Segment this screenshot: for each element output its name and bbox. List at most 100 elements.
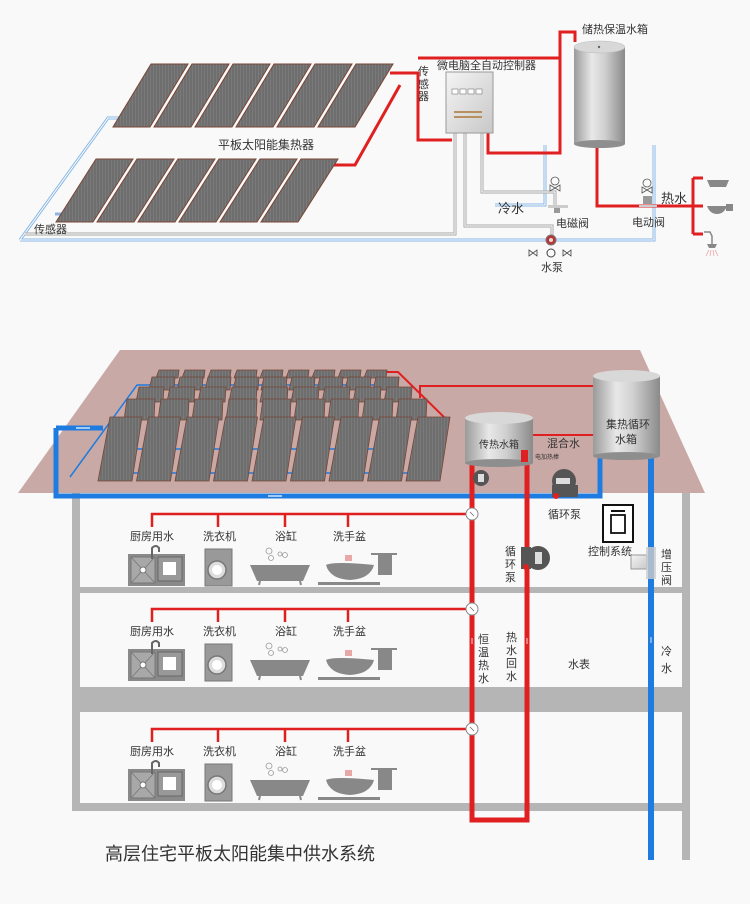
solar-panel xyxy=(155,369,180,379)
tank-label: 储热保温水箱 xyxy=(582,22,648,36)
building-structure xyxy=(72,493,690,860)
solar-panel xyxy=(367,416,412,482)
washbasin-icon xyxy=(318,648,397,680)
kitchen-sink-icon xyxy=(128,545,185,586)
control-system-panel xyxy=(602,504,634,543)
fixture-label: 厨房用水 xyxy=(130,745,174,758)
kitchen-sink-icon xyxy=(128,640,185,681)
solar-panel xyxy=(181,369,206,379)
solar-panel xyxy=(136,416,181,482)
controller-label: 微电脑全自动控制器 xyxy=(437,58,536,72)
fixture-label: 洗衣机 xyxy=(203,529,236,543)
sensor-left-label: 传感器 xyxy=(34,223,67,236)
solenoid-valve xyxy=(548,176,568,213)
water-pump xyxy=(528,234,572,258)
circulation-pump-riser xyxy=(521,546,550,570)
control-system-label: 控制系统 xyxy=(588,544,632,558)
solar-panel xyxy=(235,63,312,128)
bathtub-icon xyxy=(250,762,310,801)
booster-v-2: 压 xyxy=(661,561,672,574)
water-meter-label: 水表 xyxy=(568,657,590,671)
pump-label: 水泵 xyxy=(541,261,563,274)
hot-return-v-1: 热 xyxy=(506,631,517,644)
solar-panel xyxy=(251,416,297,482)
fixture-label: 洗衣机 xyxy=(203,744,236,758)
mixed-water-label: 混合水 xyxy=(547,436,580,450)
solar-panel xyxy=(290,416,335,482)
solar-panel xyxy=(213,416,258,482)
cold-water-v-2: 水 xyxy=(661,662,672,675)
bathtub-icon xyxy=(250,642,310,681)
heat-transfer-tank xyxy=(465,412,533,467)
storage-tank xyxy=(573,40,626,148)
solar-panel xyxy=(166,386,196,403)
hot-return-v-3: 回 xyxy=(506,657,517,670)
floor-3: 厨房用水 洗衣机 浴缸 洗手盆 xyxy=(128,722,479,802)
washing-machine-icon xyxy=(204,548,233,587)
fixture-label: 浴缸 xyxy=(275,744,297,758)
washbasin-icon xyxy=(318,768,397,800)
solar-panel xyxy=(194,63,271,128)
shower-icon xyxy=(704,231,719,257)
circ-pump-v-3: 泵 xyxy=(505,571,516,584)
washing-machine-icon xyxy=(204,763,233,802)
collector-tank-label-line1: 集热循环 xyxy=(606,417,650,431)
collector-tank-label-line2: 水箱 xyxy=(615,432,637,446)
circulation-pump-label: 循环泵 xyxy=(548,508,581,521)
sensor-right-label-2: 感 xyxy=(418,78,429,91)
bathtub-icon xyxy=(250,547,310,586)
solar-panel xyxy=(197,386,227,403)
fixture-label: 洗手盆 xyxy=(333,624,366,638)
solar-panel xyxy=(178,158,257,223)
solar-panel xyxy=(317,63,394,128)
floor-2: 厨房用水洗衣机浴缸洗手盆 xyxy=(128,602,479,682)
solar-panel xyxy=(174,416,220,482)
const-temp-v-4: 水 xyxy=(478,672,489,685)
solar-collector-grid xyxy=(97,369,451,482)
solar-panel xyxy=(153,63,230,128)
diagram-title: 高层住宅平板太阳能集中供水系统 xyxy=(105,844,375,865)
solar-panel xyxy=(219,158,298,223)
circ-pump-v-1: 循 xyxy=(505,545,516,558)
circulation-pump-roof xyxy=(552,469,578,499)
booster-v-3: 阀 xyxy=(661,573,672,587)
solar-panel xyxy=(260,158,339,223)
solar-panel xyxy=(328,416,374,482)
booster-v-1: 增 xyxy=(661,547,672,561)
booster-valve xyxy=(630,547,656,579)
small-pump xyxy=(473,470,489,486)
washing-machine-icon xyxy=(204,643,233,682)
solar-panel xyxy=(97,416,143,482)
collector-label: 平板太阳能集热器 xyxy=(218,137,314,152)
const-temp-v-3: 热 xyxy=(478,659,489,672)
solar-panel xyxy=(137,158,216,223)
collector-circulation-tank xyxy=(593,370,660,460)
solar-collector-array-lower xyxy=(55,158,339,223)
solar-panel xyxy=(96,158,175,223)
microcomputer-controller xyxy=(445,71,494,134)
hot-water-label: 热水 xyxy=(661,192,687,207)
cold-water-label: 冷水 xyxy=(498,202,524,217)
solar-panel xyxy=(112,63,189,128)
top-diagram: 平板太阳能集热器 传感器 传 感 器 微电脑全自动控制器 储热保温水箱 xyxy=(18,22,733,274)
sensor-right-label-3: 器 xyxy=(418,90,429,103)
washbasin-icon xyxy=(318,553,397,585)
fixture-label: 洗手盆 xyxy=(333,744,366,758)
solar-panel xyxy=(405,416,451,482)
solar-panel xyxy=(191,398,224,421)
floor-1: 厨房用水洗衣机浴缸洗手盆 xyxy=(128,507,479,587)
circ-pump-v-2: 环 xyxy=(505,558,516,571)
electric-valve-label: 电动阀 xyxy=(632,215,665,229)
hot-pipes-top xyxy=(334,30,703,236)
solar-panel xyxy=(55,158,134,223)
solar-panel xyxy=(276,63,353,128)
electric-valve xyxy=(639,178,657,207)
cold-water-v-1: 冷 xyxy=(661,645,672,658)
solar-collector-array-upper xyxy=(112,63,394,128)
heating-rod-label: 电加热棒 xyxy=(535,453,559,461)
kitchen-sink-icon xyxy=(128,760,185,801)
heat-transfer-tank-label: 传热水箱 xyxy=(479,438,519,451)
fixture-label: 浴缸 xyxy=(275,529,297,543)
sensor-right-label-1: 传 xyxy=(418,65,429,78)
